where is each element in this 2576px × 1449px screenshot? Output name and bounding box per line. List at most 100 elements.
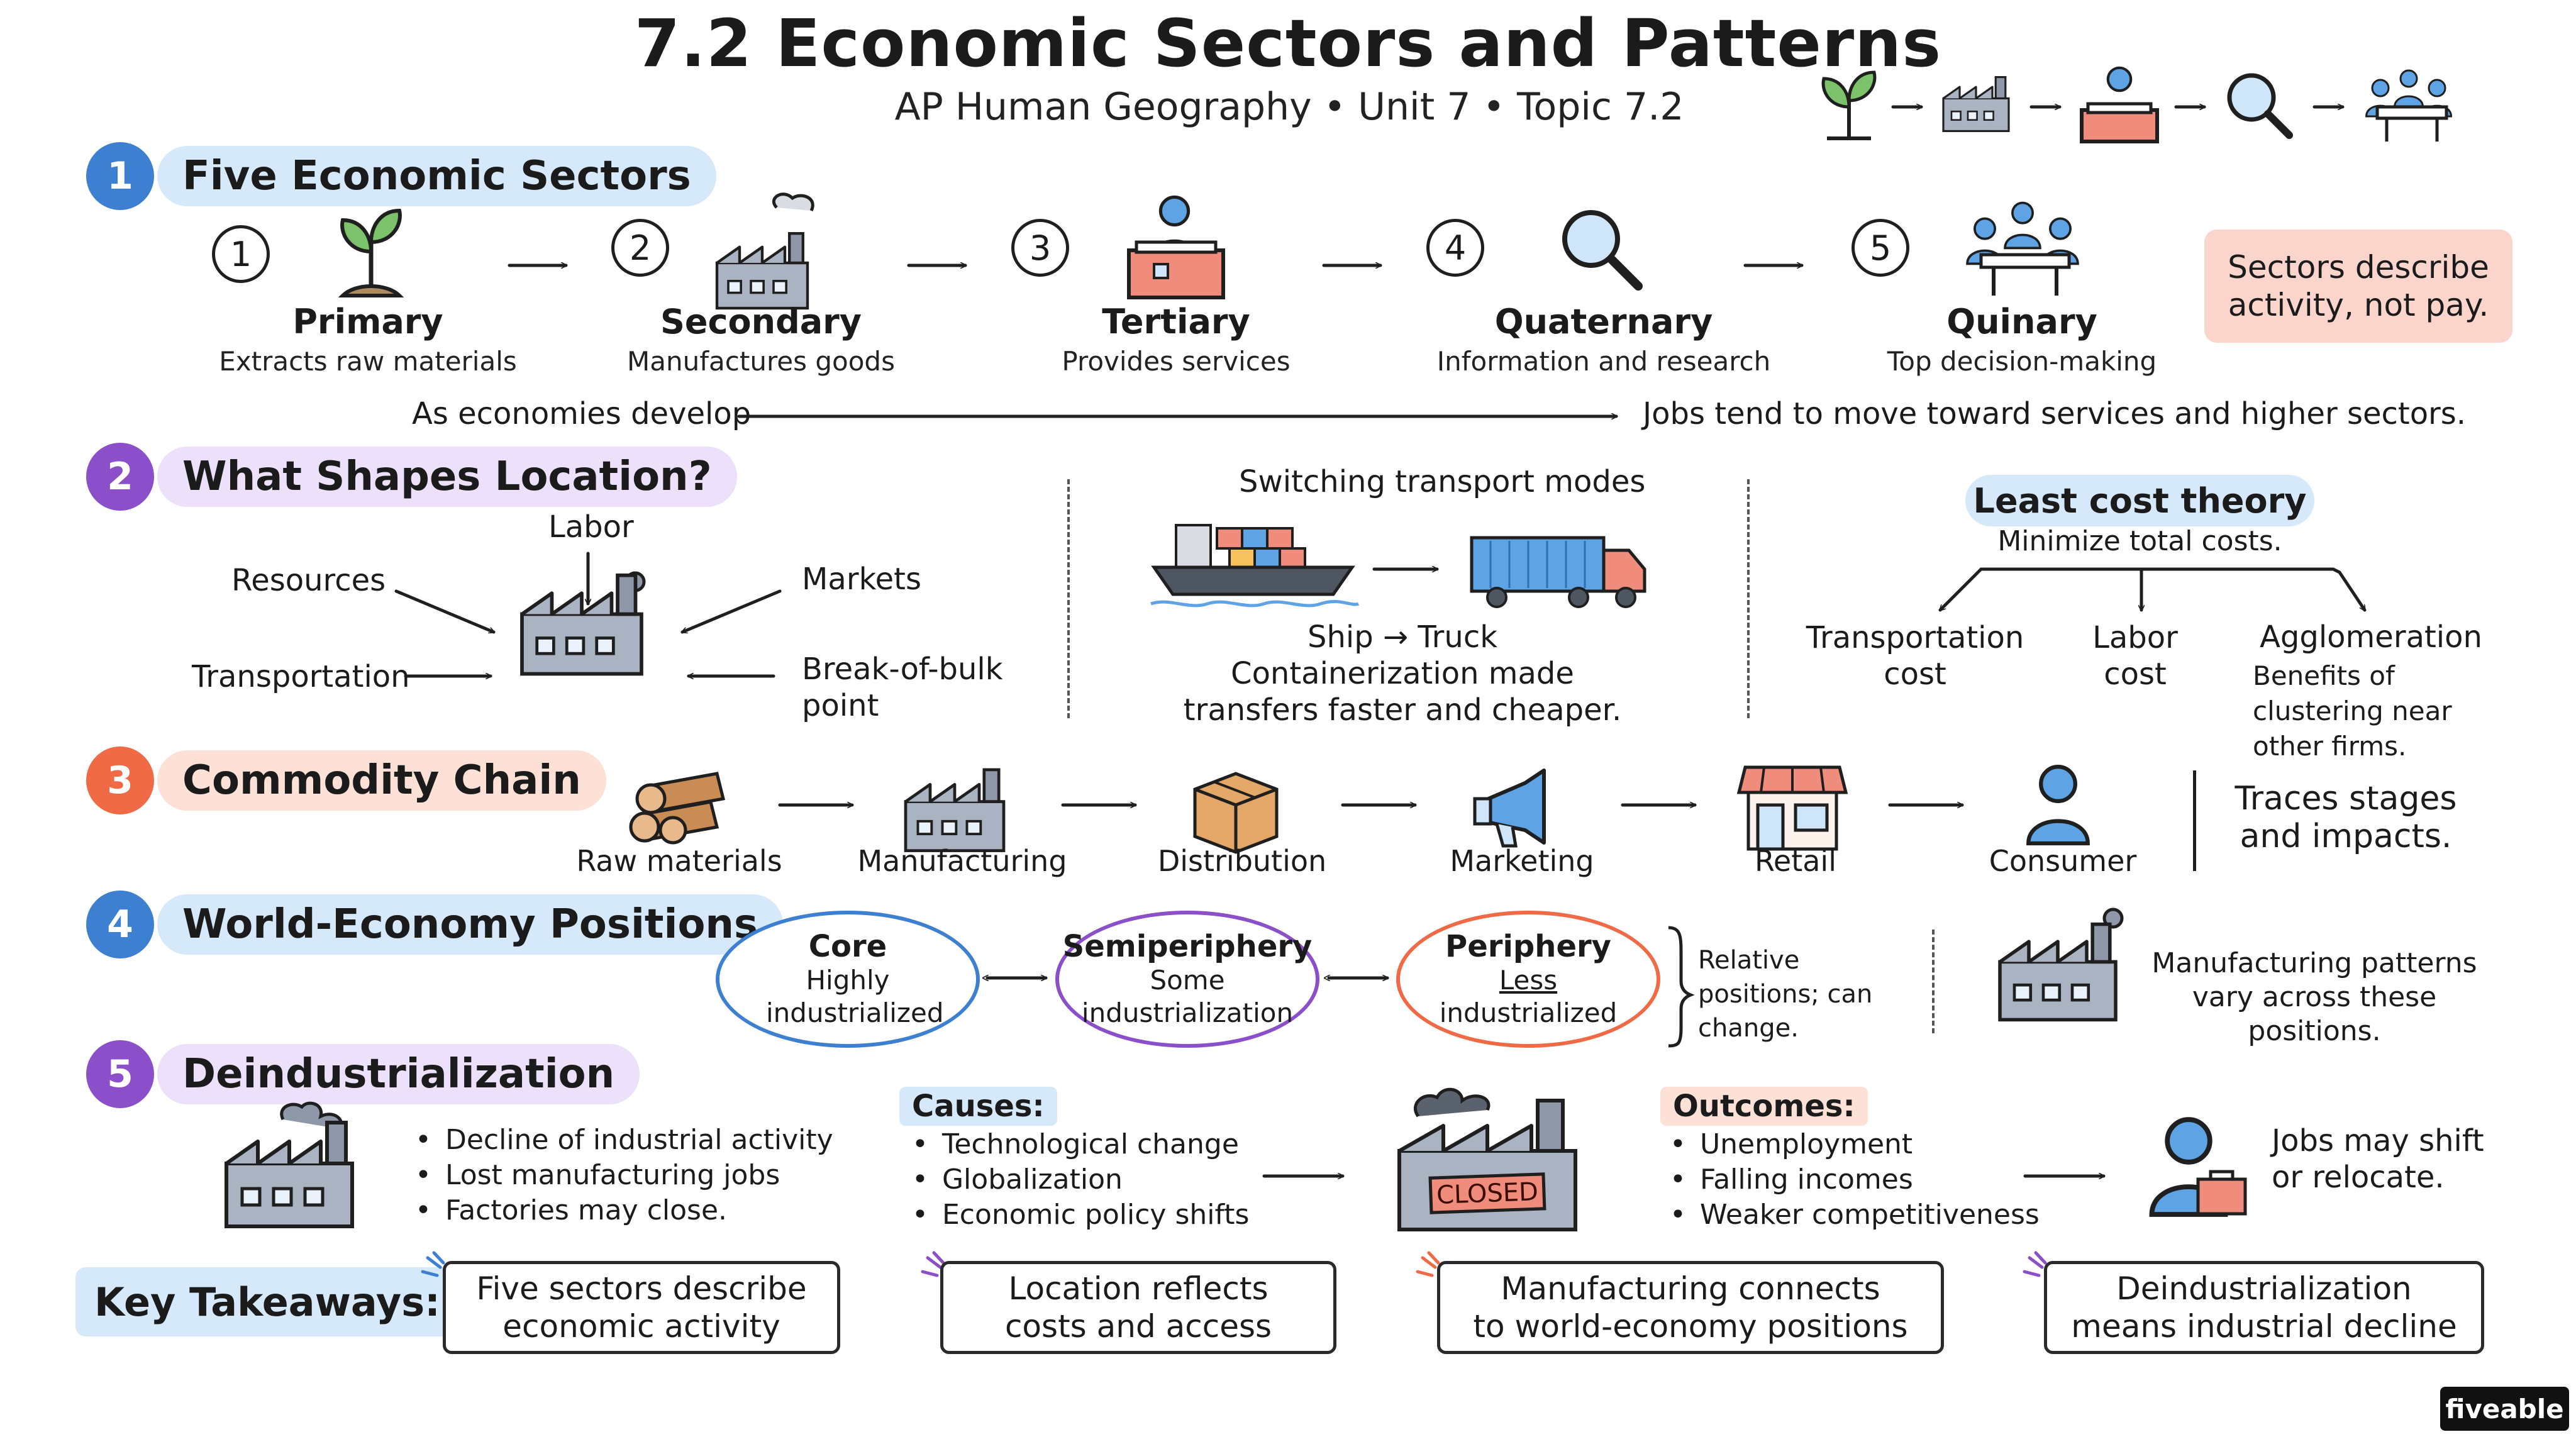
develop-result: Jobs tend to move toward services and hi… (1643, 396, 2467, 431)
factor-labor: Labor (548, 509, 634, 545)
factory-icon (717, 192, 814, 308)
divider (2193, 770, 2196, 871)
factory-icon (522, 571, 646, 674)
page-title: 7.2 Economic Sectors and Patterns (634, 5, 1942, 82)
factory-icon (2000, 908, 2124, 1035)
factory-icon (906, 770, 1004, 851)
sector-name: Quaternary (1494, 302, 1713, 341)
divider (1067, 479, 1070, 718)
sector-note: Sectors describe activity, not pay. (2204, 230, 2512, 343)
sector-desc: Provides services (1062, 346, 1291, 377)
transportation-cost: Transportation cost (1806, 620, 2024, 692)
section-4-label: World-Economy Positions (157, 894, 784, 955)
takeaway-line: Manufacturing connects (1501, 1270, 1880, 1307)
periphery-ellipse: Periphery Less industrialized (1396, 911, 1660, 1048)
ship-truck-label: Ship → Truck (1307, 619, 1498, 655)
worker-briefcase-icon (2148, 1116, 2247, 1230)
periphery-desc: Less (1499, 965, 1558, 996)
sector-number: 4 (1426, 219, 1484, 277)
develop-arrow (737, 402, 1618, 428)
header-icon-flow (1821, 63, 2452, 143)
factor-markets: Markets (802, 562, 922, 597)
magnifier-icon (2227, 73, 2293, 139)
closed-sign: CLOSED (1436, 1177, 1539, 1210)
cause-item: Globalization (912, 1162, 1249, 1197)
section-3-number: 3 (86, 747, 154, 814)
least-cost-sub: Minimize total costs. (1997, 525, 2282, 557)
commodity-step: Marketing (1450, 844, 1594, 878)
periphery-title: Periphery (1445, 929, 1611, 964)
commodity-step: Consumer (1989, 844, 2137, 878)
takeaway-line: means industrial decline (2071, 1308, 2457, 1345)
sector-number: 1 (212, 225, 270, 283)
core-desc: Highly industrialized (766, 965, 944, 1028)
sector-name: Secondary (660, 302, 862, 341)
sector-name: Tertiary (1102, 302, 1250, 341)
relative-positions: Relative positions; can change. (1698, 946, 1873, 1043)
jobs-shift-note: Jobs may shift or relocate. (2272, 1123, 2484, 1195)
commodity-step: Manufacturing (857, 844, 1067, 878)
arrow-icon (1262, 1167, 1345, 1192)
takeaway-card: Manufacturing connects to world-economy … (1437, 1261, 1944, 1354)
least-cost-branches (1924, 567, 2367, 629)
ship-icon (1150, 524, 1360, 608)
agglomeration-desc: Benefits of clustering near other firms. (2253, 660, 2452, 762)
section-2-label: What Shapes Location? (157, 447, 737, 507)
factor-resources: Resources (231, 563, 386, 598)
agglomeration: Agglomeration (2260, 619, 2482, 655)
causes-list: Technological change Globalization Econo… (912, 1127, 1249, 1233)
desk-worker-icon (2080, 68, 2159, 143)
takeaway-sparks (421, 1251, 2047, 1277)
sector-desc: Information and research (1436, 346, 1771, 377)
position-arrows (980, 926, 1695, 1048)
section-4-number: 4 (86, 891, 154, 958)
factory-icon (226, 1101, 390, 1233)
arrow-icon (2023, 1167, 2106, 1192)
least-cost-title: Least cost theory (1965, 475, 2314, 526)
truck-icon (1470, 536, 1646, 608)
sector-desc: Manufactures goods (627, 346, 895, 377)
containerization-desc: Containerization made transfers faster a… (1183, 656, 1622, 728)
meeting-icon (2365, 69, 2452, 142)
factory-icon (1942, 76, 2010, 132)
magnifier-icon (1562, 210, 1643, 291)
page-subtitle: AP Human Geography • Unit 7 • Topic 7.2 (894, 85, 1684, 129)
outcome-item: Weaker competitiveness (1670, 1197, 2040, 1233)
manufacturing-patterns: Manufacturing patterns vary across these… (2151, 947, 2477, 1047)
sector-icons (338, 192, 2079, 314)
box-icon (1193, 772, 1279, 854)
bullet-item: Lost manufacturing jobs (415, 1158, 833, 1193)
location-diagram (394, 552, 782, 711)
divider (1932, 930, 1935, 1033)
bullet-item: Decline of industrial activity (415, 1123, 833, 1158)
megaphone-icon (1473, 769, 1546, 848)
sector-name: Quinary (1946, 302, 2097, 341)
sector-name: Primary (292, 302, 443, 341)
sprout-icon (338, 208, 404, 297)
takeaway-line: Five sectors describe (476, 1270, 807, 1307)
cause-item: Technological change (912, 1127, 1249, 1162)
commodity-note: Traces stages and impacts. (2235, 780, 2457, 855)
factor-transportation: Transportation (192, 659, 410, 694)
takeaway-card: Deindustrialization means industrial dec… (2044, 1261, 2484, 1354)
outcome-item: Falling incomes (1670, 1162, 2040, 1197)
outcome-item: Unemployment (1670, 1127, 2040, 1162)
core-title: Core (808, 929, 887, 964)
labor-cost: Labor cost (2092, 620, 2178, 692)
brace-icon (1668, 926, 1695, 1048)
person-icon (2028, 767, 2088, 843)
outcomes-title: Outcomes: (1660, 1087, 1868, 1126)
factor-break-of-bulk: Break-of-bulk point (802, 652, 1003, 723)
logs-icon (629, 772, 726, 845)
commodity-step: Distribution (1157, 844, 1327, 878)
sprout-icon (1821, 70, 1877, 140)
sector-number: 3 (1011, 219, 1069, 277)
takeaways-label: Key Takeaways: (75, 1267, 459, 1336)
sector-number: 5 (1852, 219, 1909, 277)
semiperiphery-desc: Some (1150, 965, 1225, 996)
divider (1747, 479, 1750, 718)
semiperiphery-title: Semiperiphery (1062, 929, 1313, 964)
section-3-label: Commodity Chain (157, 750, 606, 811)
sector-desc: Extracts raw materials (219, 346, 517, 377)
brand-logo: fiveable (2440, 1387, 2569, 1431)
